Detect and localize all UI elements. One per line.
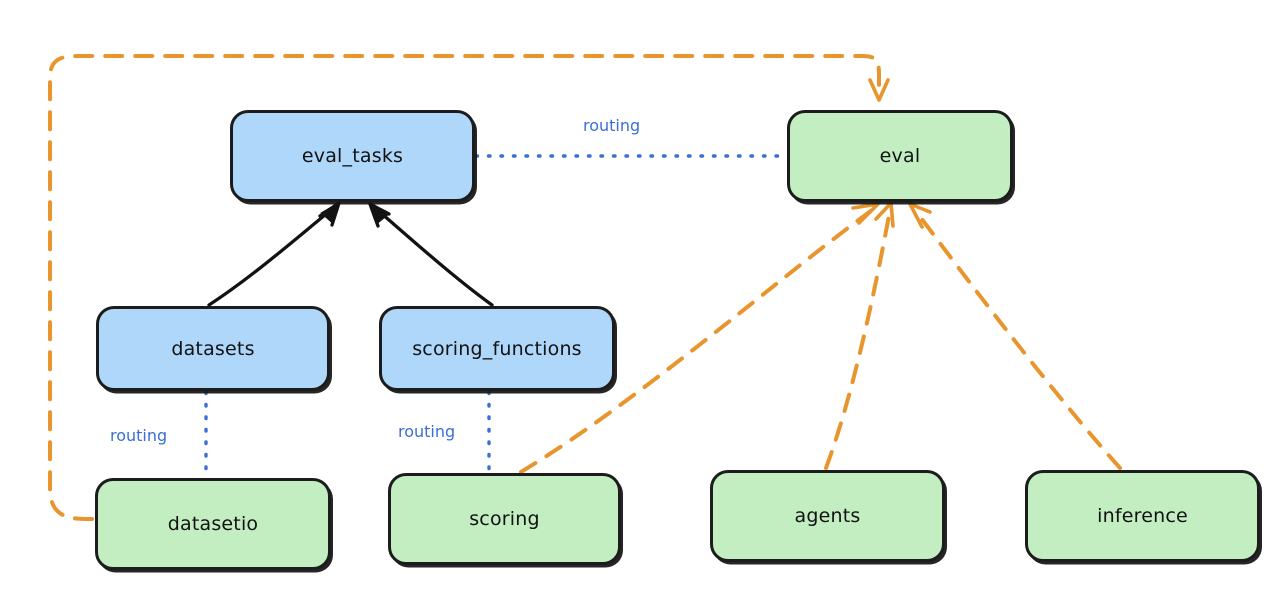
edge-scoring_functions-eval_tasks xyxy=(368,201,494,307)
node-eval[interactable]: eval xyxy=(787,110,1013,202)
node-label-inference: inference xyxy=(1097,505,1188,527)
node-label-scoring_functions: scoring_functions xyxy=(412,337,582,360)
edge-label-eval_tasks-eval: routing xyxy=(583,116,641,135)
edge-datasetio-eval xyxy=(48,54,890,521)
node-eval_tasks[interactable]: eval_tasks xyxy=(230,110,475,202)
node-datasets[interactable]: datasets xyxy=(96,306,330,391)
node-datasetio[interactable]: datasetio xyxy=(95,478,331,570)
edge-label-scoring_functions-scoring: routing xyxy=(398,422,456,441)
edge-inference-eval xyxy=(908,202,1122,470)
node-label-agents: agents xyxy=(794,505,861,527)
node-label-eval: eval xyxy=(879,145,921,167)
node-scoring_functions[interactable]: scoring_functions xyxy=(379,306,615,391)
node-label-datasets: datasets xyxy=(171,337,255,360)
node-inference[interactable]: inference xyxy=(1025,470,1260,562)
edge-label-datasets-datasetio: routing xyxy=(110,426,168,445)
edge-agents-eval xyxy=(824,201,895,470)
node-label-eval_tasks: eval_tasks xyxy=(301,145,404,167)
node-label-datasetio: datasetio xyxy=(167,513,259,535)
node-agents[interactable]: agents xyxy=(710,470,945,562)
node-label-scoring: scoring xyxy=(469,508,540,530)
edge-datasets-eval_tasks xyxy=(207,200,341,307)
node-scoring[interactable]: scoring xyxy=(388,473,621,565)
edge-scoring-eval xyxy=(519,202,880,474)
